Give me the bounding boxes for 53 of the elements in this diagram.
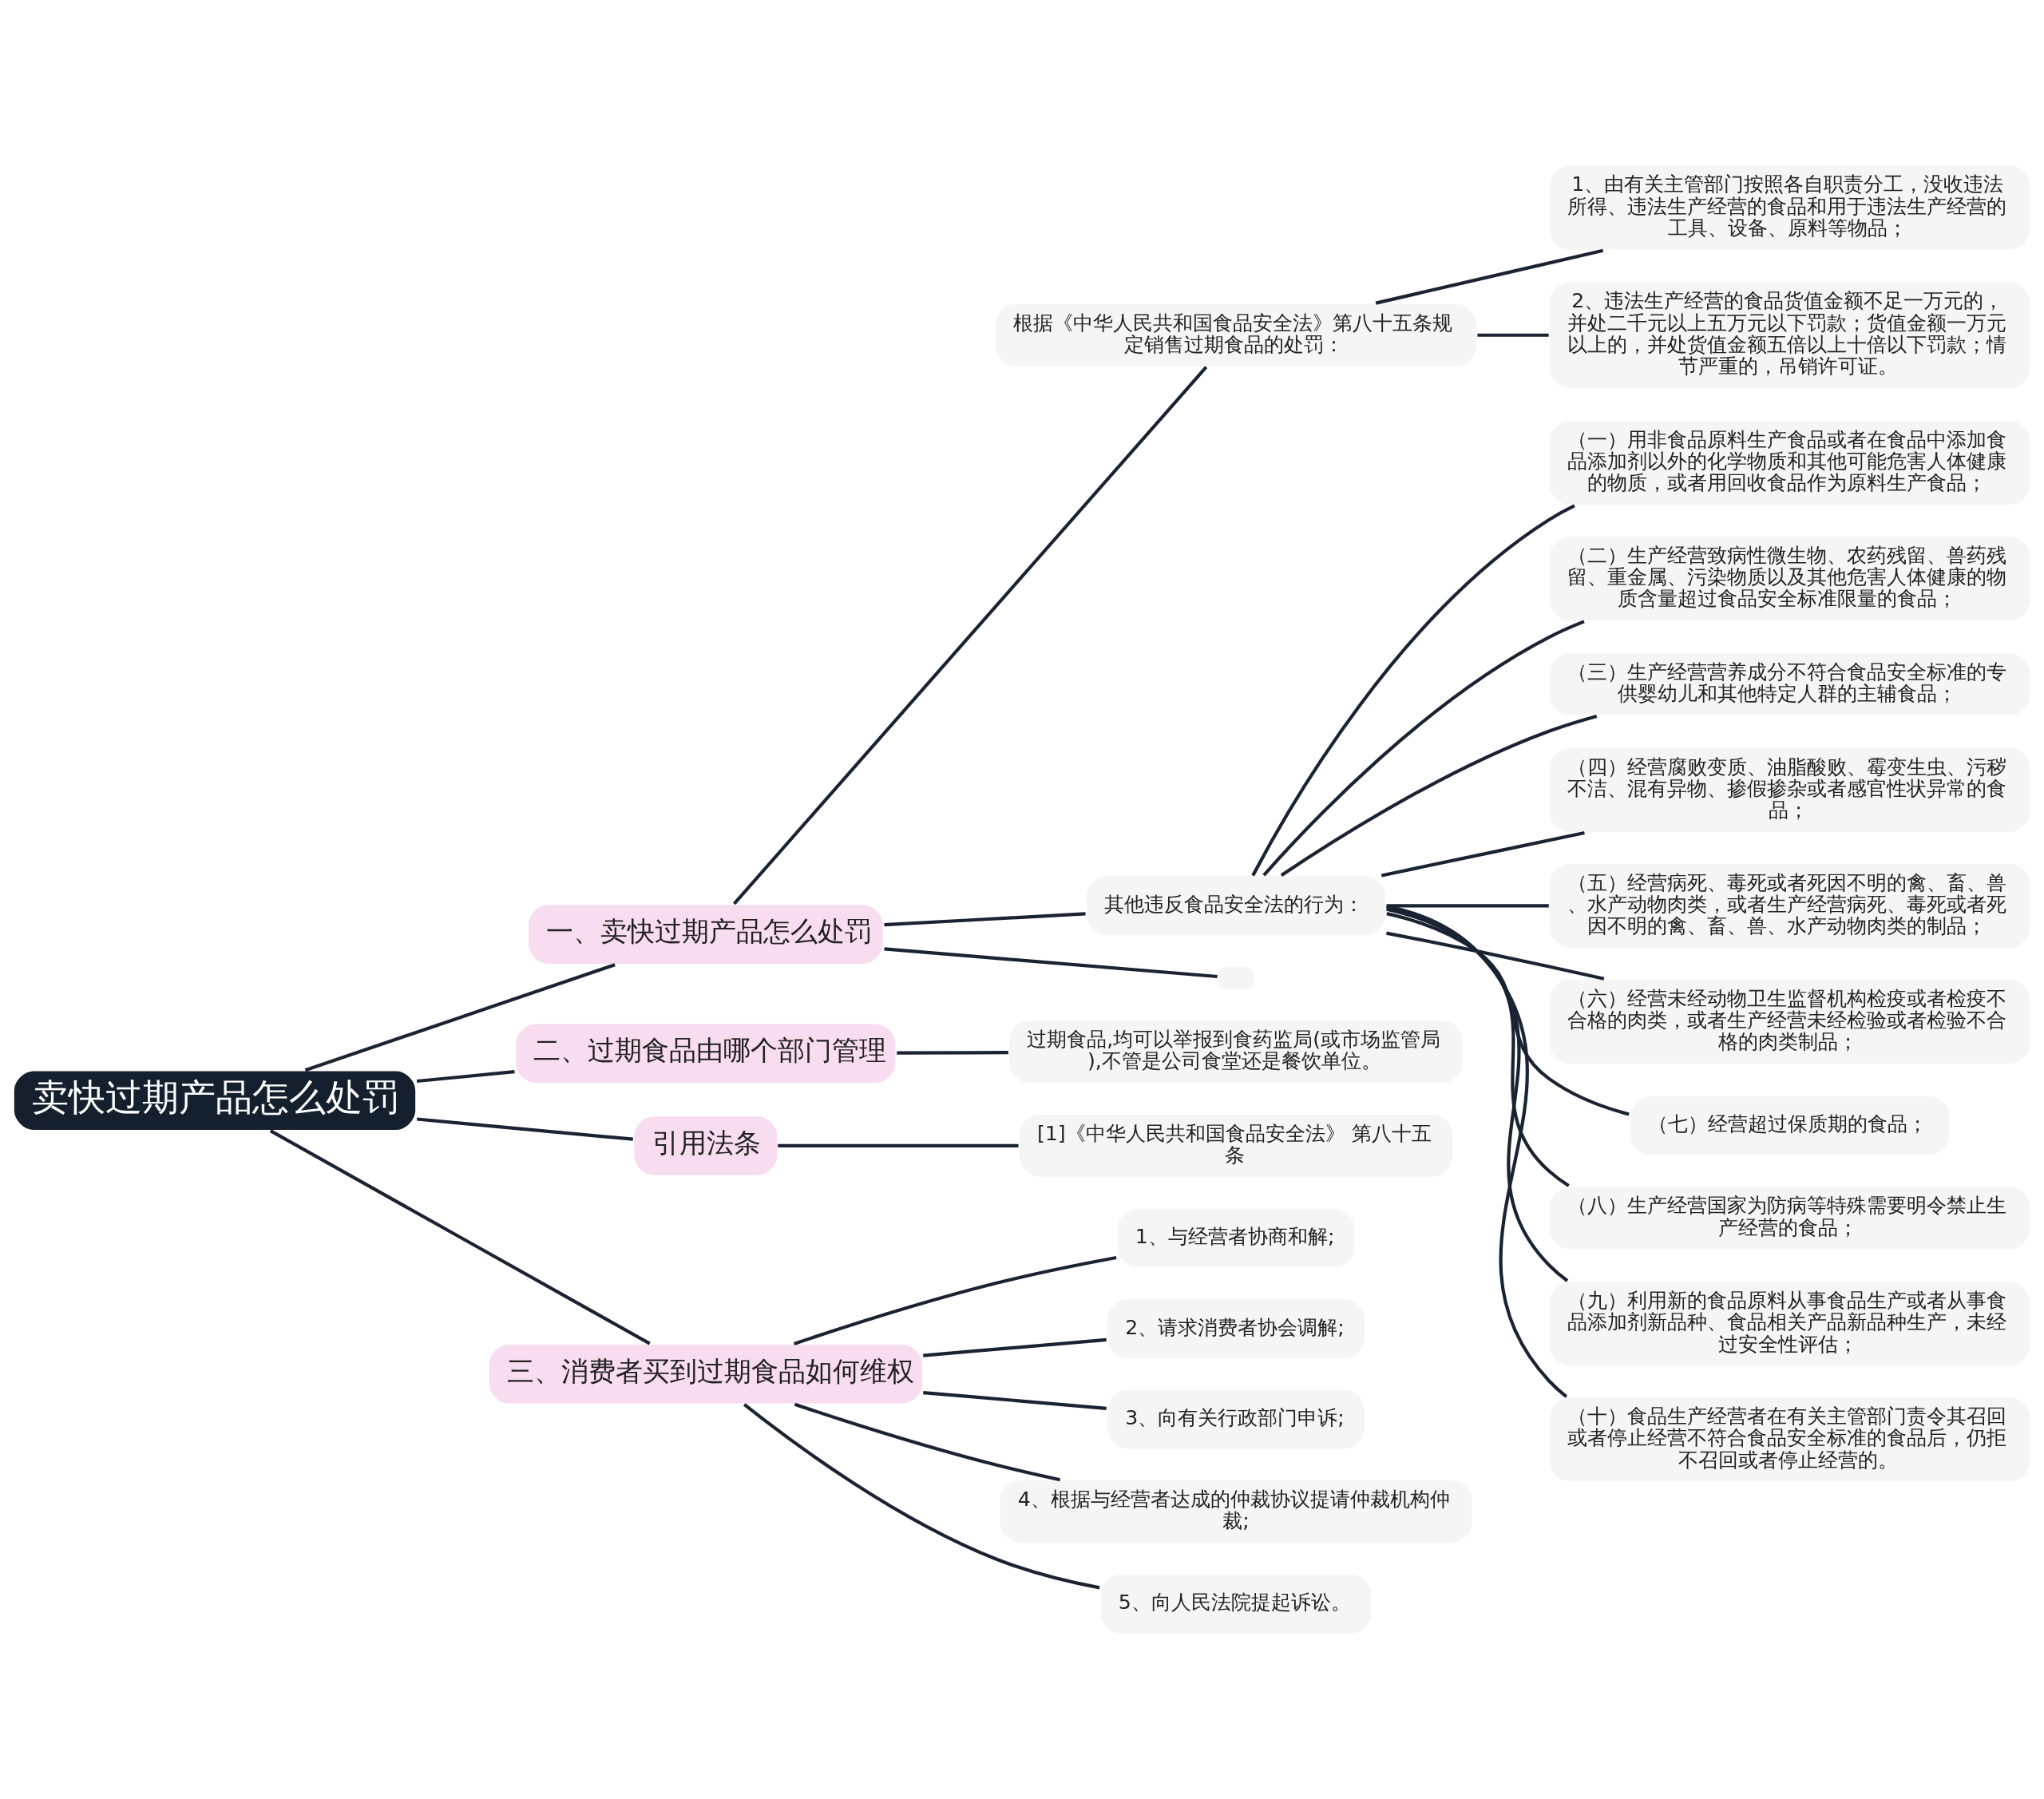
node-box: （八）生产经营国家为防病等特殊需要明令禁止生产经营的食品； bbox=[1547, 1185, 2032, 1251]
node-box: （二）生产经营致病性微生物、农药残留、兽药残留、重金属、污染物质以及其他危害人体健康的物质含量超过食品安全标准限量的食品； bbox=[1547, 534, 2032, 623]
connector bbox=[1386, 904, 1568, 1398]
node-box: 一、卖快过期产品怎么处罚 bbox=[526, 903, 885, 965]
node-box: （十）食品生产经营者在有关主管部门责令其召回或者停止经营不符合食品安全标准的食品后，仍拒不召回或者停止经营的。 bbox=[1547, 1396, 2032, 1484]
connector bbox=[793, 1255, 1117, 1345]
connector bbox=[1375, 248, 1604, 305]
connector bbox=[1386, 904, 1549, 908]
connector bbox=[1380, 830, 1585, 878]
node-box: （五）经营病死、毒死或者死因不明的禽、畜、兽、水产动物肉类，或者生产经营病死、毒死或者死因不明的禽、畜、兽、水产动物肉类的制品； bbox=[1547, 862, 2032, 950]
node-box: 根据《中华人民共和国食品安全法》第八十五条规定销售过期食品的处罚： bbox=[994, 302, 1478, 368]
node-box: 引用法条 bbox=[632, 1115, 779, 1177]
connector bbox=[1262, 620, 1585, 877]
connector bbox=[416, 1070, 515, 1084]
connector bbox=[1386, 905, 1569, 1282]
connector bbox=[732, 366, 1208, 905]
node-box: （六）经营未经动物卫生监督机构检疫或者检疫不合格的肉类，或者生产经营未经检验或者检验不合格的肉类制品； bbox=[1547, 977, 2032, 1066]
connector bbox=[897, 1051, 1008, 1055]
node-box: 过期食品,均可以举报到食药监局(或市场监管局),不管是公司食堂还是餐饮单位。 bbox=[1008, 1019, 1464, 1085]
node-box: （四）经营腐败变质、油脂酸败、霉变生虫、污秽不洁、混有异物、掺假掺杂或者感官性状异常的食品； bbox=[1547, 746, 2032, 834]
node-box: 1、与经营者协商和解; bbox=[1115, 1207, 1357, 1270]
node-box: 二、过期食品由哪个部门管理 bbox=[514, 1022, 897, 1085]
connector bbox=[304, 963, 616, 1072]
connector bbox=[1386, 931, 1605, 981]
connector bbox=[884, 947, 1218, 979]
node-box: 4、根据与经营者达成的仲裁协议提请仲裁机构仲裁; bbox=[998, 1479, 1474, 1545]
connector bbox=[923, 1390, 1107, 1410]
connector bbox=[269, 1129, 651, 1345]
connector bbox=[884, 912, 1086, 927]
node-box: （七）经营超过保质期的食品； bbox=[1628, 1094, 1951, 1157]
connector bbox=[1251, 504, 1575, 877]
node-box bbox=[1216, 965, 1256, 991]
connector bbox=[1386, 907, 1570, 1187]
connector bbox=[778, 1143, 1019, 1148]
connector bbox=[794, 1402, 1061, 1482]
node-box: [1]《中华人民共和国食品安全法》 第八十五条 bbox=[1017, 1112, 1455, 1179]
node-box: 卖快过期产品怎么处罚 bbox=[12, 1069, 418, 1132]
node-box: （三）生产经营营养成分不符合食品安全标准的专供婴幼儿和其他特定人群的主辅食品； bbox=[1547, 651, 2032, 717]
connector bbox=[1280, 714, 1598, 877]
node-box: 其他违反食品安全法的行为： bbox=[1084, 874, 1388, 937]
connector bbox=[1477, 333, 1549, 337]
node-box: （九）利用新的食品原料从事食品生产或者从事食品添加剂新品种、食品相关产品新品种生产，未经过安全性评估； bbox=[1547, 1280, 2032, 1368]
connector bbox=[743, 1403, 1100, 1590]
connector bbox=[416, 1117, 633, 1141]
node-box: 三、消费者买到过期食品如何维权 bbox=[487, 1342, 925, 1405]
node-box: 2、违法生产经营的食品货值金额不足一万元的，并处二千元以上五万元以下罚款；货值金额一万元以上的，并处货值金额五倍以上十倍以下罚款；情节严重的，吊销许可证。 bbox=[1547, 280, 2032, 390]
node-box: 2、请求消费者协会调解; bbox=[1106, 1298, 1366, 1360]
connector bbox=[1386, 912, 1630, 1116]
node-box: 1、由有关主管部门按照各自职责分工，没收违法所得、违法生产经营的食品和用于违法生产经营的工具、设备、原料等物品； bbox=[1547, 164, 2032, 252]
node-box: 3、向有关行政部门申诉; bbox=[1106, 1388, 1366, 1451]
connector bbox=[923, 1337, 1107, 1357]
node-box: 5、向人民法院提起诉讼。 bbox=[1099, 1572, 1373, 1635]
node-box: （一）用非食品原料生产食品或者在食品中添加食品添加剂以外的化学物质和其他可能危害人体健康的物质，或者用回收食品作为原料生产食品； bbox=[1547, 418, 2032, 507]
